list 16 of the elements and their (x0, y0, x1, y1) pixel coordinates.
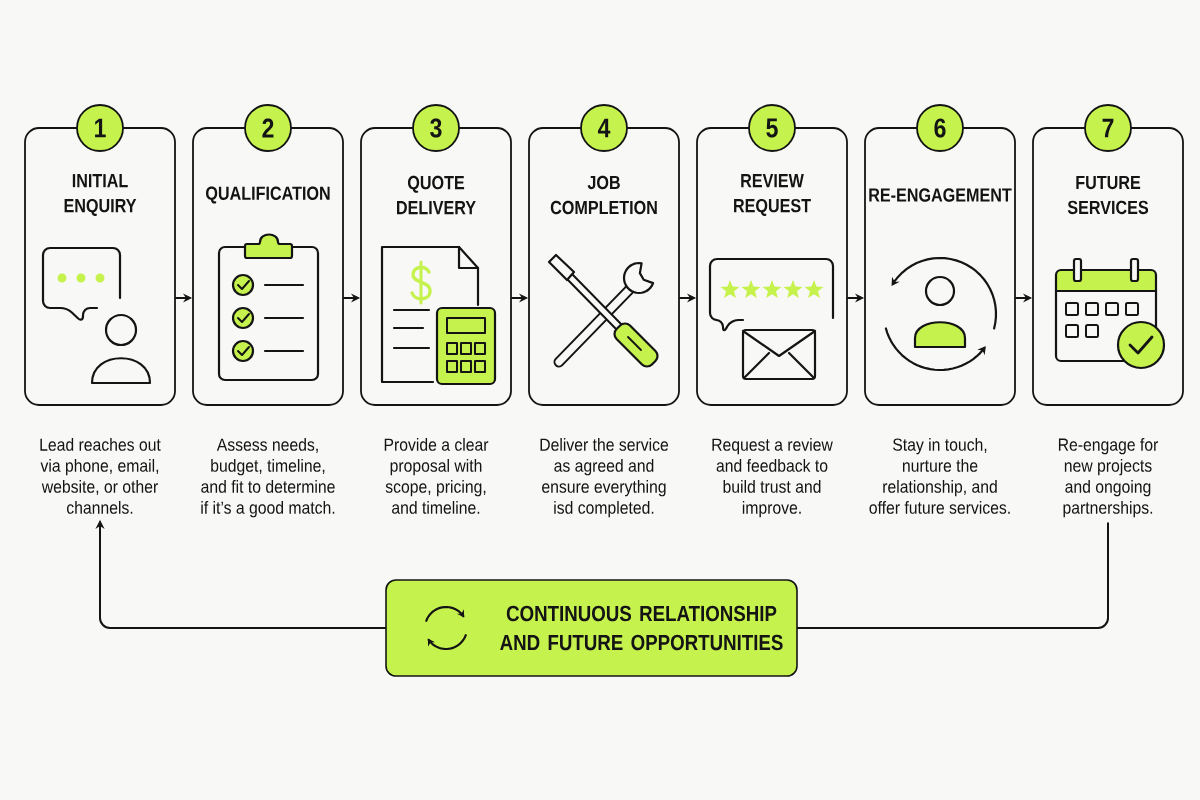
connector-line (796, 522, 1109, 629)
number-badge: 4 (580, 104, 628, 152)
description-text: Re-engage for new projects and ongoing partnerships. (1058, 438, 1159, 518)
number-badge: 1 (76, 104, 124, 152)
description-text: Request a review and feedback to build trust and improve. (712, 438, 833, 518)
number-badge: 3 (412, 104, 460, 152)
description-text: Deliver the service as agreed and ensure everything isd completed. (540, 438, 669, 518)
description-text: Assess needs, budget, timeline, and fit to determine if it’s a good match. (201, 438, 335, 518)
description-text: Lead reaches out via phone, email, website, or other channels. (40, 438, 161, 514)
number-badge: 2 (244, 104, 292, 152)
description-text: Stay in touch, nurture the relationship, and offer future services. (869, 438, 1010, 514)
description-text: Provide a clear proposal with scope, pricing, and timeline. (384, 438, 489, 514)
number-badge: 6 (916, 104, 964, 152)
number-badge: 7 (1084, 104, 1132, 152)
banner-box: CONTINUOUS RELATIONSHIP AND FUTURE OPPORTUNITIES (385, 579, 798, 677)
number-badge: 5 (748, 104, 796, 152)
